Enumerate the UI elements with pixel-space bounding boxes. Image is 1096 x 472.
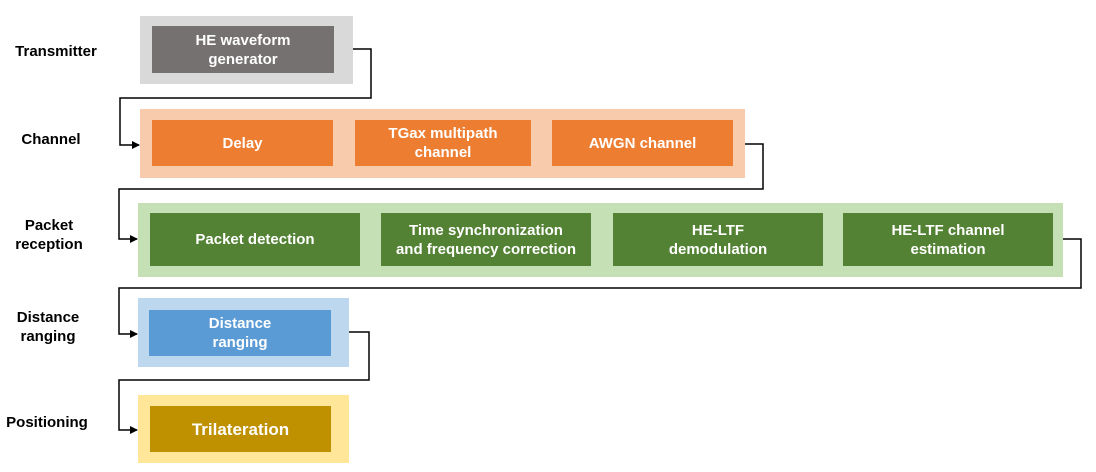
tgax-multipath-channel-block: TGax multipath channel [355, 120, 531, 166]
distance-ranging-block: Distance ranging [149, 310, 331, 356]
stage-label-transmitter: Transmitter [15, 43, 97, 60]
stage-label-packet-reception: Packet reception [15, 217, 83, 253]
connector-transmitter-to-channel [119, 48, 372, 149]
he-ltf-channel-estimation-block: HE-LTF channel estimation [843, 213, 1053, 266]
awgn-channel-block: AWGN channel [552, 120, 733, 166]
he-waveform-generator-block: HE waveform generator [152, 26, 334, 73]
trilateration-block: Trilateration [150, 406, 331, 452]
packet-detection-block: Packet detection [150, 213, 360, 266]
connector-reception-to-ranging [118, 238, 1082, 338]
stage-label-channel: Channel [21, 131, 81, 148]
delay-block: Delay [152, 120, 333, 166]
stage-label-positioning: Positioning [6, 414, 88, 431]
time-sync-freq-correction-block: Time synchronization and frequency corre… [381, 213, 591, 266]
connector-ranging-to-positioning [118, 331, 370, 434]
stage-label-distance-ranging: Distance ranging [16, 309, 80, 345]
he-ltf-demodulation-block: HE-LTF demodulation [613, 213, 823, 266]
connector-channel-to-reception [118, 143, 764, 243]
